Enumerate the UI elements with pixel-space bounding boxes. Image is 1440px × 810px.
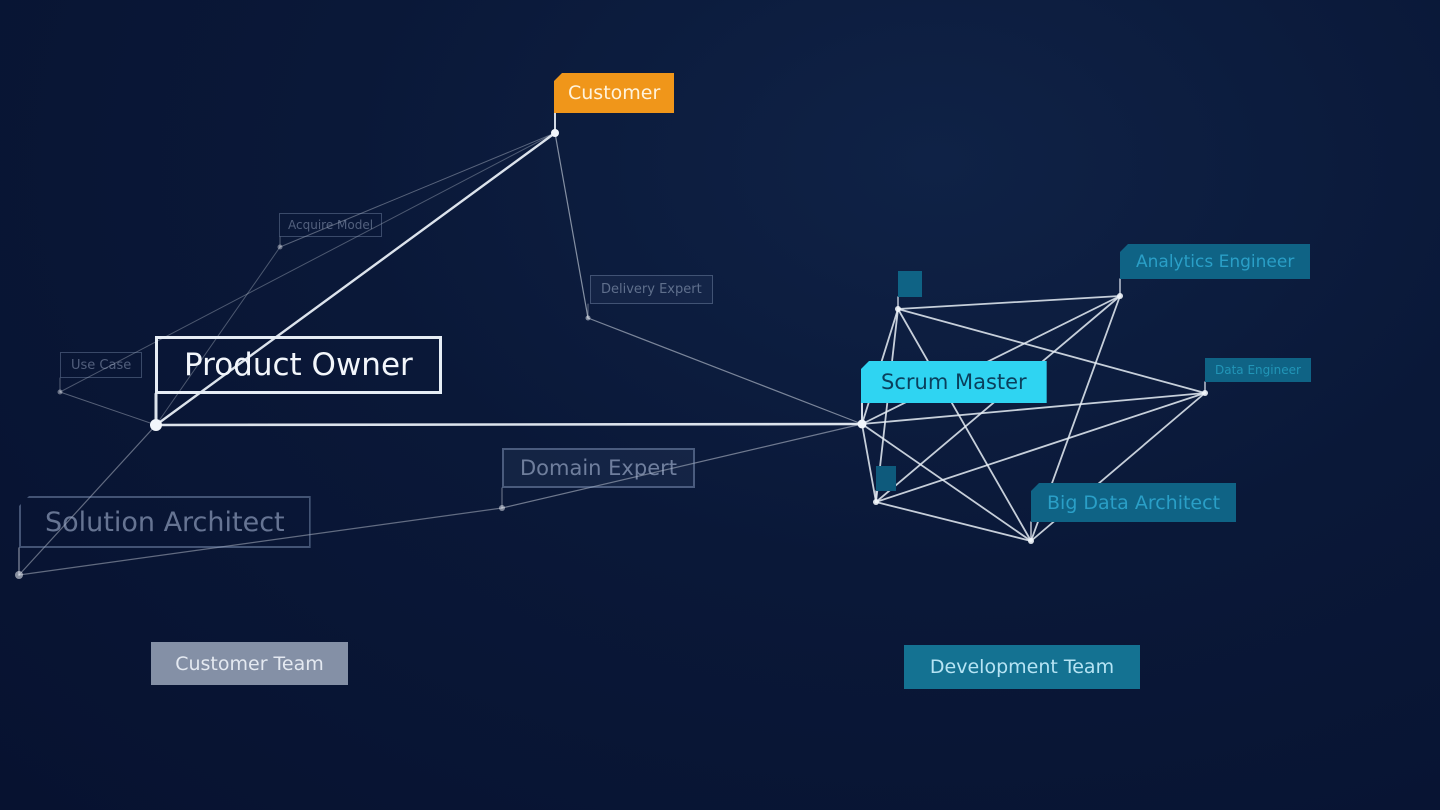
customer-team-badge: Customer Team — [151, 642, 348, 685]
link-dev6 — [897, 295, 1121, 310]
node-label-dev-a — [898, 271, 922, 297]
node-dot-dev-a — [895, 306, 901, 312]
node-dot-dev-b — [873, 499, 879, 505]
link-dev7 — [897, 308, 1206, 394]
link-sa-domain — [18, 507, 503, 576]
link-dev3 — [861, 392, 1206, 425]
link-dev12 — [875, 392, 1206, 503]
node-dot-product-owner — [150, 419, 162, 431]
node-label-analytics-engineer: Analytics Engineer — [1120, 244, 1311, 279]
link-customer-delivery — [554, 132, 589, 319]
link-dev14 — [875, 501, 1032, 542]
node-label-use-case: Use Case — [60, 352, 143, 378]
link-delivery-scrum — [587, 317, 863, 425]
node-label-domain-expert: Domain Expert — [502, 448, 695, 488]
node-label-delivery-expert: Delivery Expert — [590, 275, 713, 304]
node-dot-acquire — [277, 244, 283, 250]
node-label-acquire: Acquire Model — [279, 213, 383, 237]
node-dot-domain-expert — [499, 505, 505, 511]
link-domain-scrum — [501, 423, 863, 509]
node-dot-delivery-expert — [585, 315, 591, 321]
link-usecase-customer — [59, 132, 556, 393]
node-label-data-engineer: Data Engineer — [1205, 358, 1311, 382]
link-dev4 — [861, 423, 877, 503]
node-dot-scrum-master — [857, 419, 867, 429]
node-dot-analytics — [1117, 293, 1123, 299]
development-team-badge: Development Team — [904, 645, 1140, 689]
node-label-product-owner: Product Owner — [155, 336, 442, 394]
node-label-scrum-master: Scrum Master — [861, 361, 1047, 403]
link-po-scrum — [154, 422, 864, 427]
node-label-big-data-architect: Big Data Architect — [1031, 483, 1237, 522]
node-label-customer: Customer — [554, 73, 675, 113]
link-acquire-customer — [279, 132, 556, 248]
node-dot-big-data — [1028, 538, 1034, 544]
node-label-dev-b — [876, 466, 896, 491]
link-po-customer — [154, 131, 557, 427]
node-label-solution-architect: Solution Architect — [19, 496, 311, 548]
node-dot-use-case — [57, 389, 63, 395]
link-usecase-po — [59, 391, 157, 426]
node-dot-data-engineer — [1202, 390, 1208, 396]
node-dot-solution-architect — [15, 571, 23, 579]
link-dev9 — [897, 308, 1032, 542]
node-dot-customer — [551, 129, 559, 137]
link-dev5 — [861, 423, 1032, 542]
link-sa-po — [18, 424, 157, 576]
